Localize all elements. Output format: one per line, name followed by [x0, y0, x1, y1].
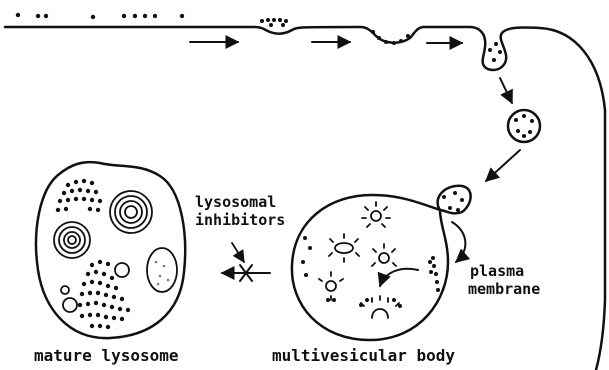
blocked-arrow: [222, 243, 270, 281]
arrow-to-vesicle: [500, 78, 512, 103]
surface-flow-arrows: [190, 42, 462, 43]
label-multivesicular-body: multivesicular body: [272, 346, 455, 365]
mature-lysosome: [36, 162, 185, 338]
multivesicular-body: [292, 186, 471, 340]
label-plasma: plasma: [470, 262, 524, 280]
surface-particles: [16, 13, 502, 62]
label-membrane: membrane: [468, 280, 540, 298]
arrow-to-mvb: [486, 150, 520, 181]
label-lysosomal: lysosomal: [195, 193, 276, 211]
label-mature-lysosome: mature lysosome: [34, 346, 179, 365]
plasma-membrane-line: [5, 27, 605, 370]
label-inhibitors: inhibitors: [195, 211, 285, 229]
coated-vesicle: [508, 110, 540, 142]
